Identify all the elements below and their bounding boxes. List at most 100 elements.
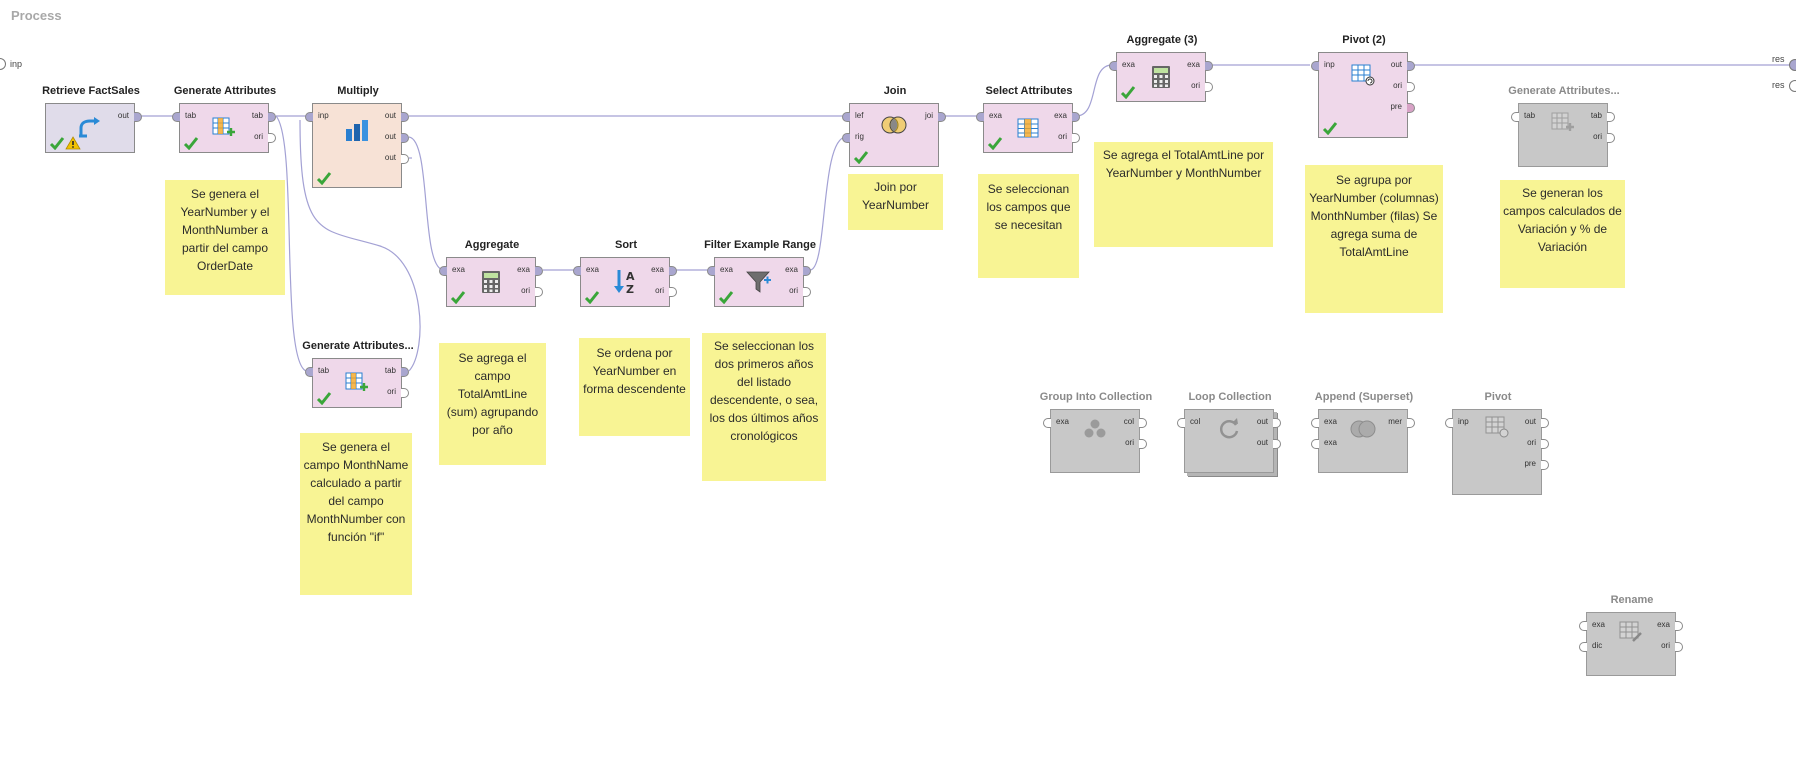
svg-text:A: A [626,270,635,283]
port-ori[interactable] [1072,133,1080,143]
port-ori[interactable] [268,133,276,143]
operator-title: Rename [1610,594,1654,606]
port-ori[interactable] [1607,133,1615,143]
note-aggregate[interactable]: Se agrega el campo TotalAmtLine (sum) ag… [439,343,546,465]
note-select-attributes[interactable]: Se seleccionan los campos que se necesit… [978,174,1079,278]
port-tab-out[interactable] [401,367,409,377]
port-label-exa-out: exa [785,265,798,274]
port-mer[interactable] [1407,418,1415,428]
operator-sort[interactable]: Sort exa exa ori A Z [573,239,677,307]
operator-loop-collection[interactable]: Loop Collection col out out [1177,391,1281,473]
note-filter-example-range[interactable]: Se seleccionan los dos primeros años del… [702,333,826,481]
port-exa-out[interactable] [1072,112,1080,122]
port-ori[interactable] [1541,439,1549,449]
port-exa-out[interactable] [803,266,811,276]
port-pre[interactable] [1541,460,1549,470]
port-out-1[interactable] [1273,418,1281,428]
port-label-mer: mer [1388,417,1402,426]
port-exa-in[interactable] [573,266,581,276]
operator-join[interactable]: Join lef rig joi [842,85,946,167]
process-result-port-2[interactable] [1789,80,1796,92]
port-exa-out[interactable] [1205,61,1213,71]
port-tab-out[interactable] [268,112,276,122]
operator-aggregate[interactable]: Aggregate exa exa ori [439,239,543,307]
operator-pivot-2[interactable]: Pivot (2) inp out ori pre [1311,34,1415,138]
note-join[interactable]: Join por YearNumber [848,174,943,230]
port-out[interactable] [1407,61,1415,71]
port-exa-in-2[interactable] [1311,439,1319,449]
port-out[interactable] [134,112,142,122]
port-exa-in[interactable] [707,266,715,276]
port-ori[interactable] [1675,642,1683,652]
port-label-exa-in: exa [586,265,599,274]
port-exa-out[interactable] [669,266,677,276]
port-lef[interactable] [842,112,850,122]
table-plus-icon [1551,112,1574,131]
note-sort[interactable]: Se ordena por YearNumber en forma descen… [579,338,690,436]
operator-generate-attributes-3[interactable]: Generate Attributes... tab tab ori [1508,85,1620,167]
port-out-2[interactable] [1273,439,1281,449]
port-exa-out[interactable] [1675,621,1683,631]
operator-append-superset[interactable]: Append (Superset) exa exa mer [1311,391,1415,473]
port-ori[interactable] [803,287,811,297]
port-out-2[interactable] [401,133,409,143]
port-exa-in[interactable] [1043,418,1051,428]
operator-retrieve-factsales[interactable]: Retrieve FactSales out [42,85,142,153]
operator-generate-attributes-2[interactable]: Generate Attributes... tab tab ori [302,340,414,408]
port-tab-in[interactable] [172,112,180,122]
operator-rename[interactable]: Rename exa dic exa ori [1579,594,1683,676]
port-pre[interactable] [1407,103,1415,113]
table-plus-icon [212,117,235,136]
port-exa-in-1[interactable] [1311,418,1319,428]
port-tab-out[interactable] [1607,112,1615,122]
port-out-1[interactable] [401,112,409,122]
port-label-exa-out: exa [1657,620,1670,629]
port-exa-in[interactable] [1579,621,1587,631]
port-ori[interactable] [1139,439,1147,449]
operator-title: Sort [615,239,637,251]
note-generate-attributes-2[interactable]: Se genera el campo MonthName calculado a… [300,433,412,595]
operator-title: Generate Attributes... [1508,85,1620,97]
port-inp[interactable] [305,112,313,122]
port-label-exa-in: exa [1122,60,1135,69]
port-label-exa-in: exa [1592,620,1605,629]
port-exa-in[interactable] [976,112,984,122]
port-label-ori: ori [655,286,664,295]
operator-group-into-collection[interactable]: Group Into Collection exa col ori [1040,391,1152,473]
port-ori[interactable] [535,287,543,297]
calculator-icon [482,271,500,293]
operator-aggregate-3[interactable]: Aggregate (3) exa exa ori [1109,34,1213,102]
port-ori[interactable] [401,388,409,398]
port-joi[interactable] [938,112,946,122]
port-ori[interactable] [669,287,677,297]
port-dic[interactable] [1579,642,1587,652]
port-out-3[interactable] [401,154,409,164]
note-generate-attributes[interactable]: Se genera el YearNumber y el MonthNumber… [165,180,285,295]
operator-pivot[interactable]: Pivot inp out ori pre [1445,391,1549,495]
port-exa-in[interactable] [1109,61,1117,71]
port-label-exa-in: exa [452,265,465,274]
port-col[interactable] [1139,418,1147,428]
note-generate-attributes-3[interactable]: Se generan los campos calculados de Vari… [1500,180,1625,288]
port-label-ori: ori [1593,132,1602,141]
note-aggregate-3[interactable]: Se agrega el TotalAmtLine por YearNumber… [1094,142,1273,247]
note-pivot-2[interactable]: Se agrupa por YearNumber (columnas) Mont… [1305,165,1443,313]
operator-multiply[interactable]: Multiply inp out out out [305,85,409,188]
port-exa-in[interactable] [439,266,447,276]
port-label-inp: inp [1458,417,1469,426]
port-out[interactable] [1541,418,1549,428]
operator-generate-attributes[interactable]: Generate Attributes tab tab ori [172,85,276,153]
port-tab-in[interactable] [1511,112,1519,122]
port-inp[interactable] [1311,61,1319,71]
operator-filter-example-range[interactable]: Filter Example Range exa exa ori [704,239,816,307]
operator-select-attributes[interactable]: Select Attributes exa exa ori [976,85,1080,153]
port-col[interactable] [1177,418,1185,428]
port-exa-out[interactable] [535,266,543,276]
port-ori[interactable] [1407,82,1415,92]
process-result-port-1[interactable] [1789,59,1796,71]
port-tab-in[interactable] [305,367,313,377]
port-inp[interactable] [1445,418,1453,428]
port-rig[interactable] [842,133,850,143]
port-ori[interactable] [1205,82,1213,92]
